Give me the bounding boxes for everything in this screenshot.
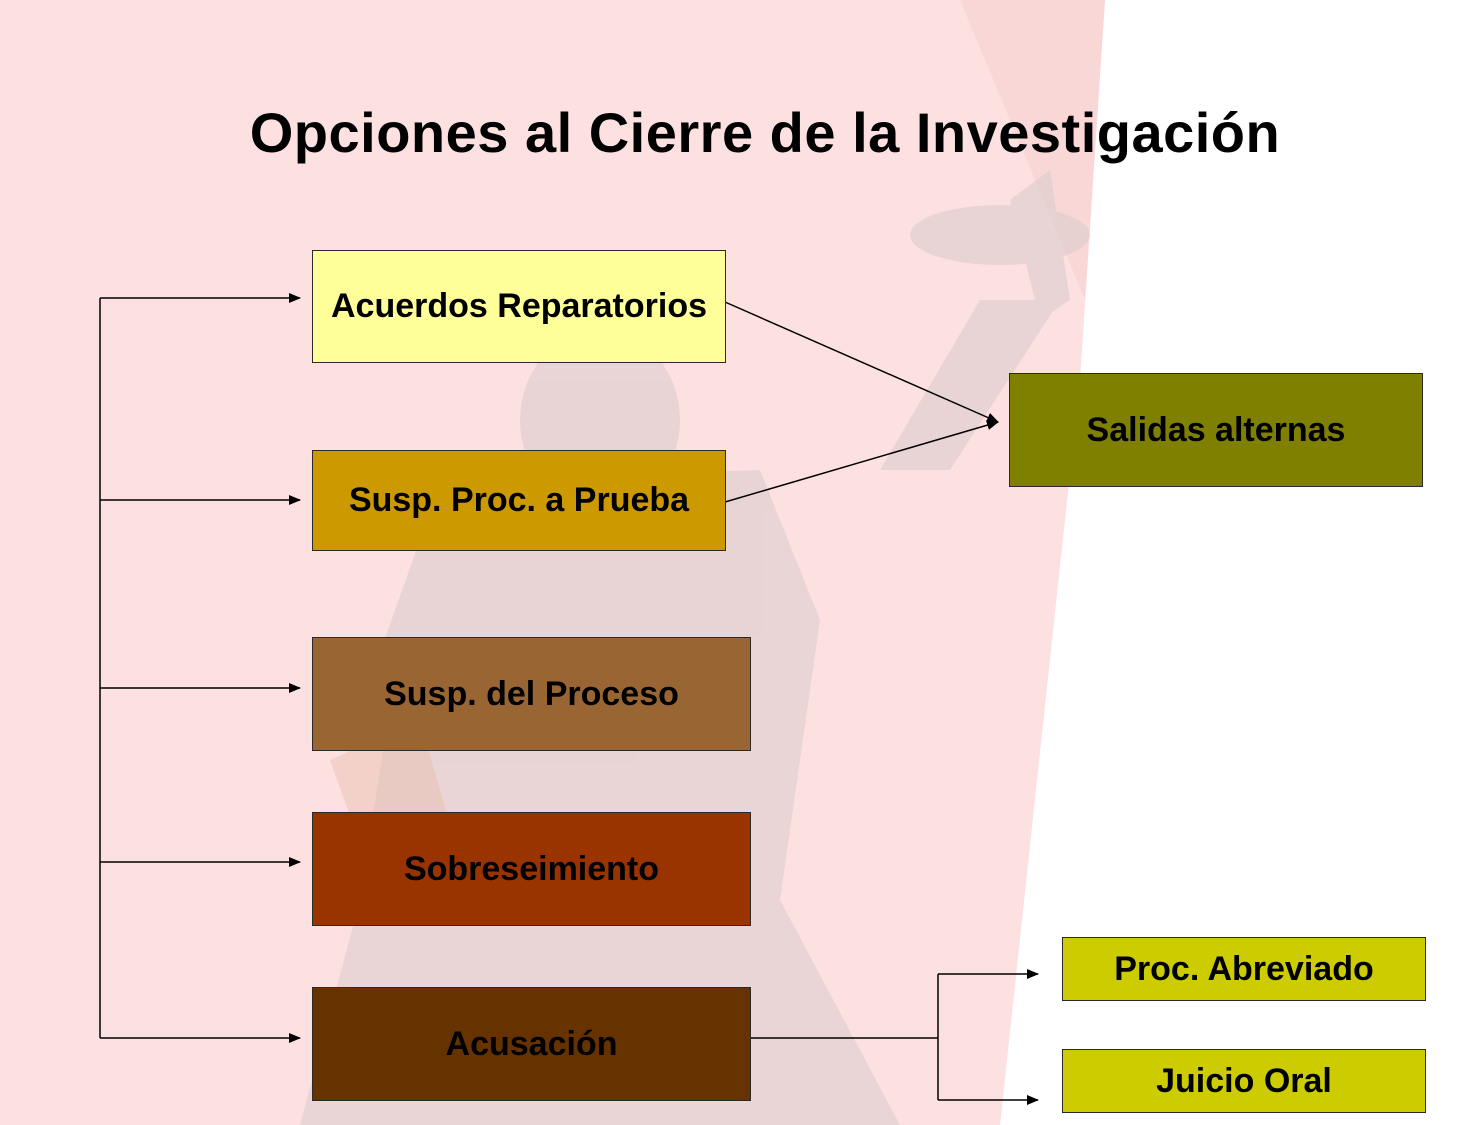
node-acusacion: Acusación bbox=[312, 987, 751, 1101]
node-susp-proc-a-prueba: Susp. Proc. a Prueba bbox=[312, 450, 726, 551]
node-label: Salidas alternas bbox=[1086, 410, 1346, 449]
edge-susp-prueba-salidas bbox=[724, 420, 999, 503]
node-proc-abreviado: Proc. Abreviado bbox=[1062, 937, 1426, 1001]
node-label: Acusación bbox=[445, 1024, 618, 1063]
edge-acuerdos-salidas bbox=[724, 301, 999, 423]
node-label: Juicio Oral bbox=[1156, 1061, 1332, 1100]
node-acuerdos-reparatorios: Acuerdos Reparatorios bbox=[312, 250, 726, 363]
node-label: Susp. del Proceso bbox=[384, 674, 679, 713]
node-salidas-alternas: Salidas alternas bbox=[1009, 373, 1423, 487]
node-label: Acuerdos Reparatorios bbox=[331, 287, 707, 325]
node-susp-del-proceso: Susp. del Proceso bbox=[312, 637, 751, 751]
node-label: Susp. Proc. a Prueba bbox=[348, 481, 690, 519]
node-juicio-oral: Juicio Oral bbox=[1062, 1049, 1426, 1113]
node-sobreseimiento: Sobreseimiento bbox=[312, 812, 751, 926]
node-label: Sobreseimiento bbox=[403, 849, 660, 888]
node-label: Proc. Abreviado bbox=[1114, 949, 1374, 988]
page-title: Opciones al Cierre de la Investigación bbox=[249, 101, 1281, 164]
